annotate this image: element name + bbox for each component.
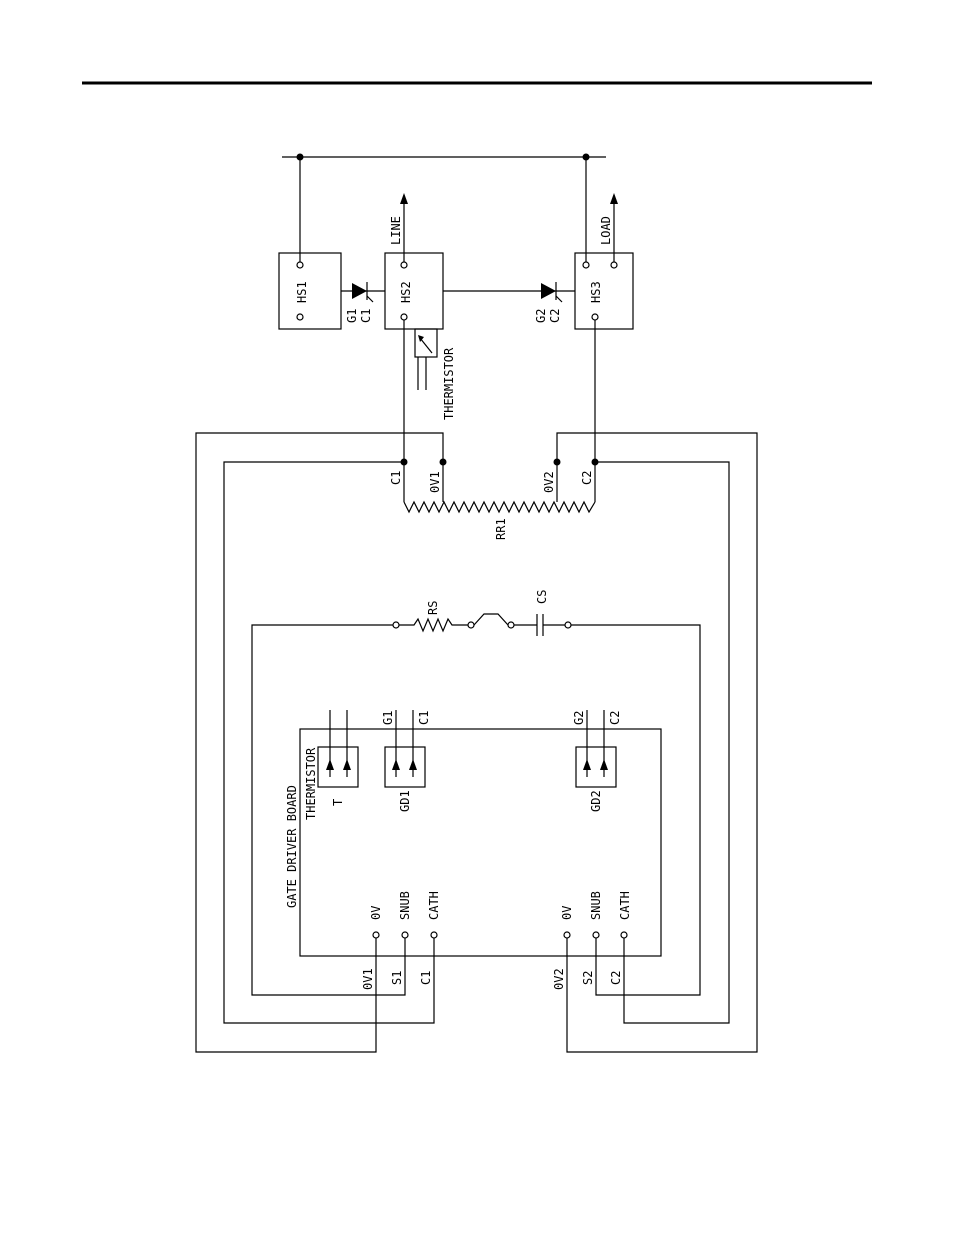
gd1-label: GD1 xyxy=(398,790,412,812)
board-terminals xyxy=(373,932,627,938)
gate-driver-board xyxy=(300,729,661,956)
thermistor-icon xyxy=(415,329,437,390)
gd-g1-label: G1 xyxy=(381,711,395,725)
wire-s1-label: S1 xyxy=(390,971,404,985)
c1-label: C1 xyxy=(359,309,373,323)
t-label: T xyxy=(331,799,345,806)
gd-c1-label: C1 xyxy=(417,711,431,725)
cs-label: CS xyxy=(535,590,549,604)
ov-a-label: 0V xyxy=(369,906,383,920)
thermistor-label: THERMISTOR xyxy=(442,347,456,420)
rr1-resistor xyxy=(404,502,595,512)
wire-ov2-label: 0V2 xyxy=(552,968,566,990)
top-bus xyxy=(282,154,606,266)
rr1-label: RR1 xyxy=(494,518,508,540)
wire-s2-label: S2 xyxy=(581,971,595,985)
hs2-block xyxy=(385,253,443,329)
hs1-block xyxy=(279,253,341,329)
c2-label: C2 xyxy=(548,309,562,323)
snub-a-label: SNUB xyxy=(398,891,412,920)
scr-1-icon xyxy=(341,282,385,302)
g1-label: G1 xyxy=(345,309,359,323)
g2-label: G2 xyxy=(534,309,548,323)
ov-b-label: 0V xyxy=(560,906,574,920)
gd2-label: GD2 xyxy=(589,790,603,812)
rr-ov2-label: 0V2 xyxy=(542,471,556,493)
rr-c1-label: C1 xyxy=(389,471,403,485)
cath-a-label: CATH xyxy=(427,891,441,920)
rr-c2-label: C2 xyxy=(580,471,594,485)
hs1-label: HS1 xyxy=(295,281,309,303)
load-label: LOAD xyxy=(599,216,613,245)
cath-b-label: CATH xyxy=(618,891,632,920)
gd-g2-label: G2 xyxy=(572,711,586,725)
line-label: LINE xyxy=(389,216,403,245)
wire-c1-label: C1 xyxy=(419,971,433,985)
wire-ov1-label: 0V1 xyxy=(361,968,375,990)
board-thermistor-label: THERMISTOR xyxy=(304,747,318,820)
hs2-label: HS2 xyxy=(399,281,413,303)
rr-ov1-label: 0V1 xyxy=(428,471,442,493)
scr-2-icon xyxy=(443,282,575,302)
hs3-label: HS3 xyxy=(589,281,603,303)
wire-c2-label: C2 xyxy=(609,971,623,985)
snub-b-label: SNUB xyxy=(589,891,603,920)
rs-label: RS xyxy=(426,601,440,615)
snubber-rs-cs xyxy=(393,614,571,636)
t-connector xyxy=(318,710,358,787)
board-title-label: GATE DRIVER BOARD xyxy=(285,785,299,908)
wiring-loops xyxy=(196,433,757,1052)
gd-c2-label: C2 xyxy=(608,711,622,725)
